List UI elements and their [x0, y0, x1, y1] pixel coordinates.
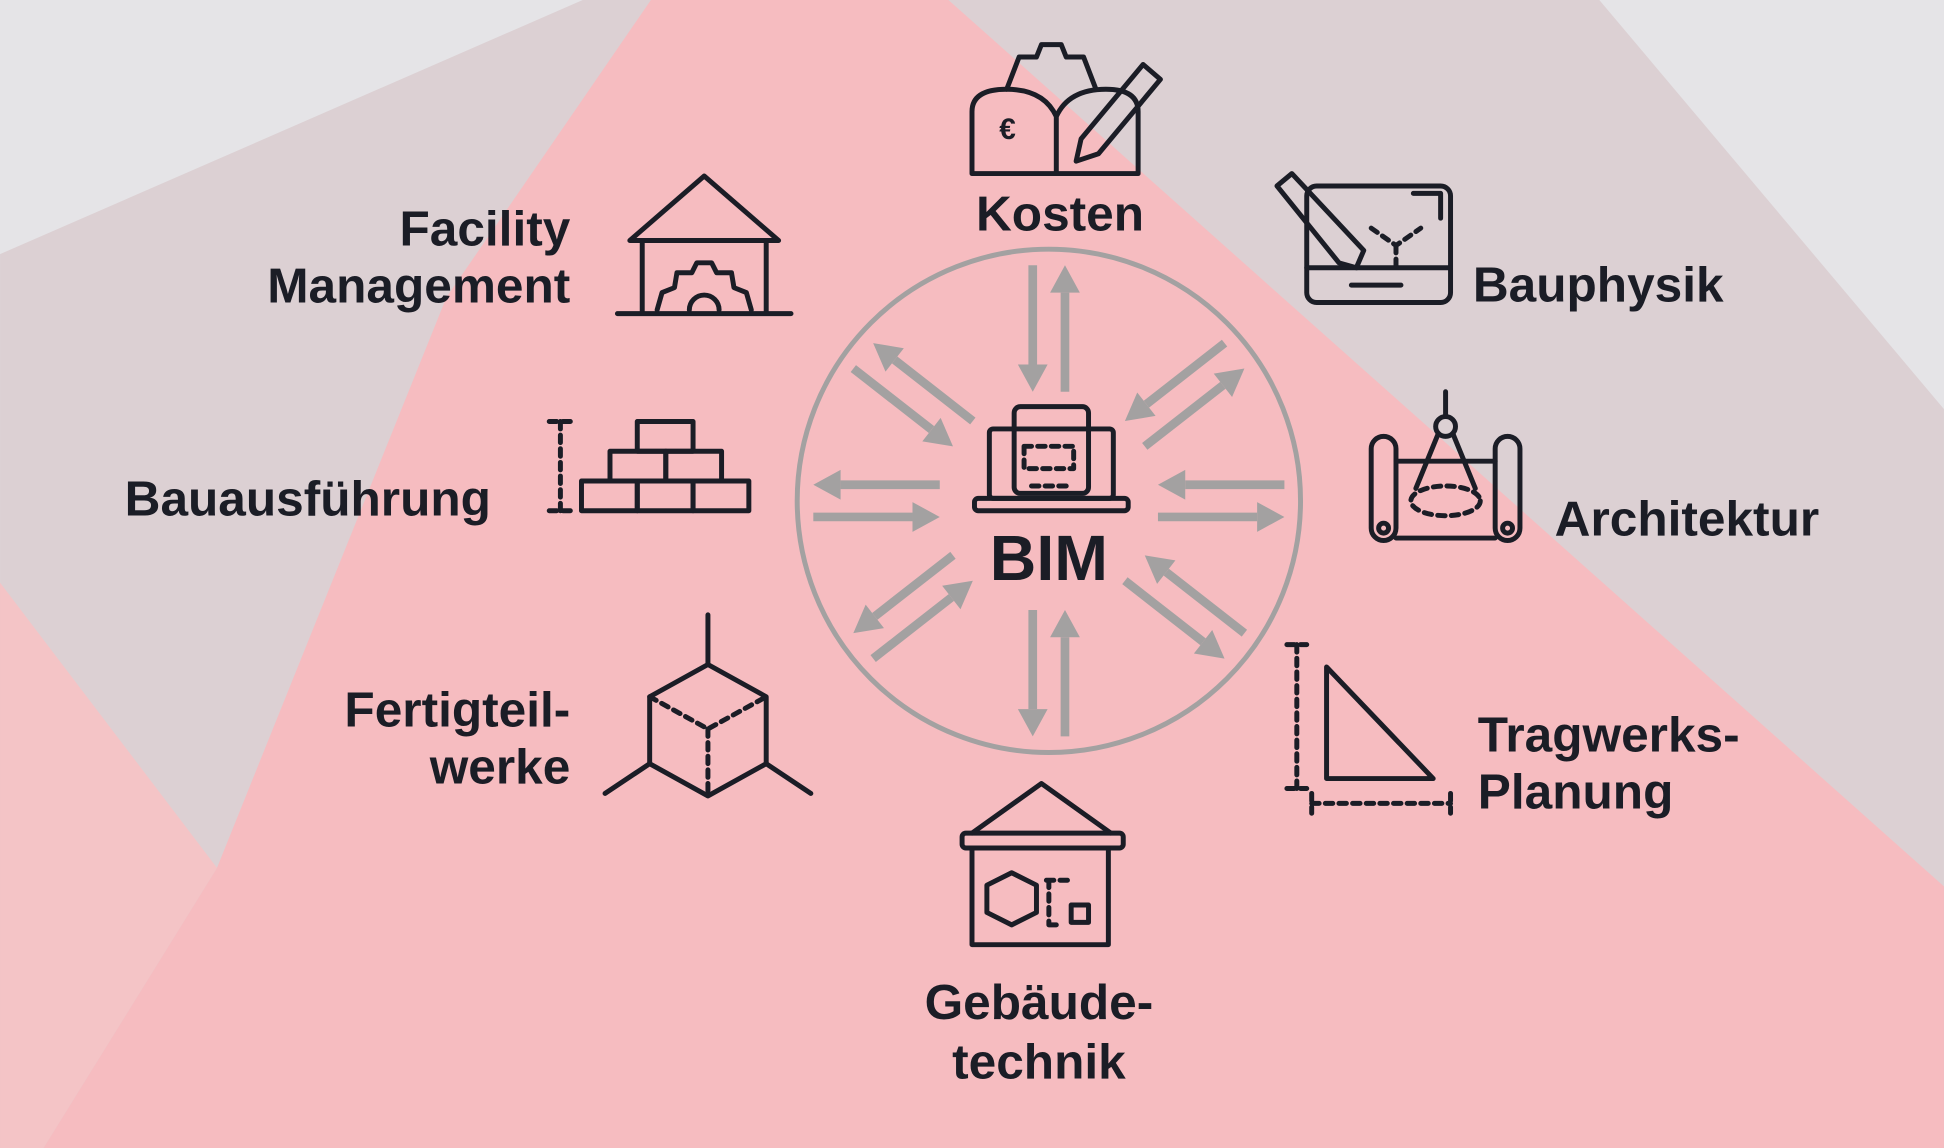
arrow-head — [1050, 609, 1080, 638]
arrow-head — [1193, 630, 1225, 659]
arrow-head — [853, 604, 884, 634]
euro-sign: € — [999, 113, 1016, 146]
arrow-shaft — [872, 551, 956, 620]
set-square-icon — [1284, 642, 1454, 816]
book-gear-pencil-icon — [969, 42, 1163, 177]
arrow-head — [1124, 392, 1156, 421]
bim-circle — [794, 246, 1304, 756]
arrow-shaft — [1122, 577, 1206, 646]
node-label: Bauphysik — [1473, 256, 1724, 312]
arrow-shaft — [1142, 381, 1226, 450]
node-fertigteilwerke[interactable]: Fertigteil- werke — [344, 612, 814, 799]
node-label: Fertigteil- — [344, 681, 570, 737]
arrow-shaft — [1163, 568, 1248, 637]
arrow-head — [813, 469, 841, 500]
cube-icon — [602, 612, 814, 799]
node-label: Tragwerks- — [1478, 706, 1740, 762]
bricks-icon — [546, 419, 752, 514]
arrow-head — [1213, 368, 1245, 398]
arrow-head — [1017, 364, 1048, 392]
node-architektur[interactable]: Architektur — [1368, 389, 1819, 547]
node-label: Management — [267, 257, 570, 313]
house-cube-icon — [959, 781, 1126, 948]
node-tragwerksplanung[interactable]: Tragwerks- Planung — [1284, 642, 1740, 820]
node-kosten[interactable]: € Kosten — [969, 42, 1163, 242]
arrow-head — [912, 502, 940, 532]
blueprint-compass-icon — [1368, 389, 1523, 544]
arrow-shaft — [891, 356, 976, 425]
node-label: Kosten — [976, 186, 1144, 242]
node-label: werke — [429, 739, 571, 795]
house-gear-icon — [614, 173, 794, 317]
arrow-shaft — [1143, 339, 1228, 408]
drawing-tablet-icon — [1274, 171, 1454, 305]
node-label: Planung — [1478, 763, 1674, 819]
node-gebaeudetechnik[interactable]: Gebäude- technik — [925, 781, 1154, 1090]
node-label: Bauausführung — [125, 471, 491, 527]
arrow-head — [1257, 502, 1285, 532]
arrows — [813, 265, 1285, 737]
arrow-head — [922, 417, 953, 447]
arrow-head — [1050, 265, 1080, 293]
arrow-head — [873, 343, 904, 372]
node-facility-management[interactable]: Facility Management — [267, 173, 794, 317]
arrow-head — [1144, 555, 1176, 584]
node-label: technik — [952, 1034, 1126, 1090]
node-label: Gebäude- — [925, 974, 1154, 1030]
node-bauphysik[interactable]: Bauphysik — [1274, 171, 1724, 313]
computer-model-icon — [972, 404, 1131, 514]
center-label: BIM — [990, 522, 1108, 594]
arrow-head — [1017, 709, 1048, 737]
node-label: Architektur — [1555, 491, 1819, 547]
arrow-shaft — [870, 594, 954, 662]
arrow-head — [942, 580, 973, 610]
arrow-head — [1157, 469, 1186, 500]
arrow-shaft — [850, 365, 935, 434]
node-bauausfuehrung[interactable]: Bauausführung — [125, 419, 752, 527]
node-label: Facility — [399, 200, 570, 256]
